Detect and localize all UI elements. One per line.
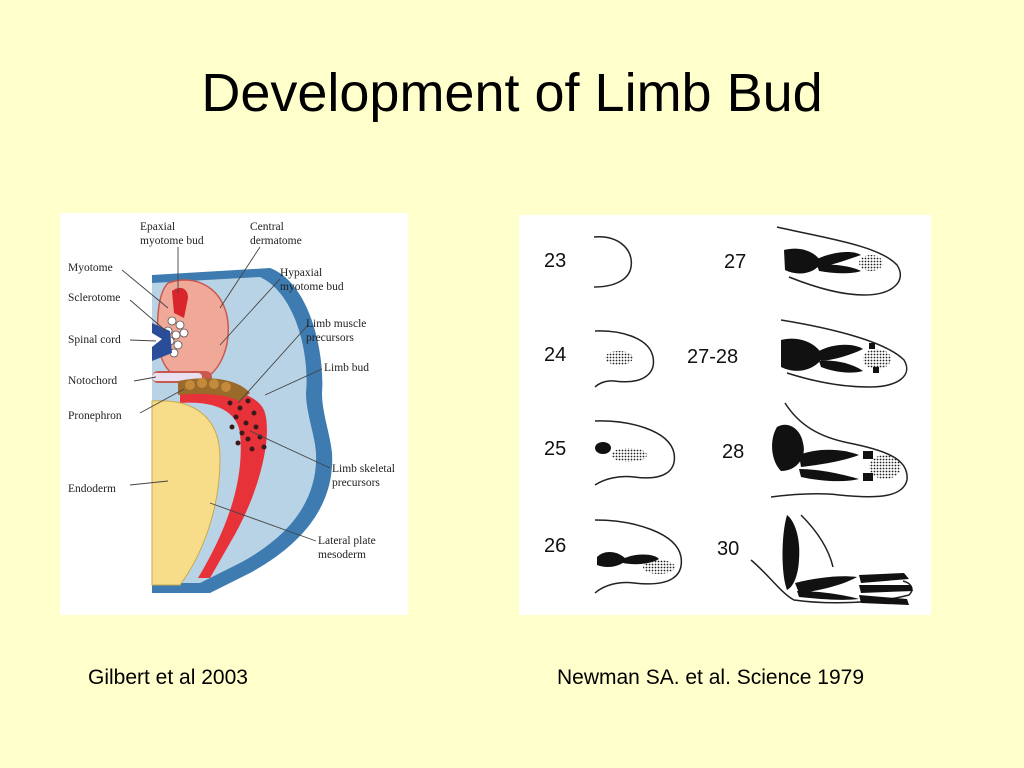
label-limb-skeletal-1: Limb skeletal	[332, 463, 395, 475]
stage-26-outline	[594, 519, 683, 594]
leader-lines	[121, 246, 331, 542]
label-epaxial-2: myotome bud	[140, 235, 204, 247]
label-hypaxial-1: Hypaxial	[280, 267, 322, 279]
caption-newman: Newman SA. et al. Science 1979	[557, 666, 865, 689]
stage-30-digit-2	[859, 585, 913, 593]
stage-label-30: 30	[717, 538, 739, 560]
stage-27-ulna	[817, 264, 861, 274]
stage-27-28-stylopod	[781, 338, 823, 371]
label-central-2: dermatome	[250, 235, 302, 247]
stage-label-25: 25	[544, 438, 566, 460]
stage-28-radius	[799, 449, 859, 467]
stage-label-24: 24	[544, 344, 566, 366]
stage-27-28-digit-a	[869, 343, 875, 349]
stage-27-28-condensation	[863, 349, 891, 369]
limb-stage-series-figure: 23 24 25 26 27 27-28 28	[519, 215, 931, 615]
stage-28-outline	[770, 402, 908, 498]
label-lateral-plate-2: mesoderm	[318, 549, 366, 561]
stage-30-ulna	[797, 591, 859, 600]
stage-30-body-line	[800, 514, 834, 568]
stage-label-28: 28	[722, 441, 744, 463]
stage-28-condensation	[869, 455, 901, 479]
label-limb-muscle-1: Limb muscle	[306, 318, 366, 330]
stage-28-ulna	[799, 469, 859, 482]
stage-28-digit-b	[863, 473, 873, 481]
stage-27-stylopod	[784, 248, 821, 274]
stage-27-28-digit-b	[873, 367, 879, 373]
label-central-1: Central	[250, 221, 284, 233]
stage-23-outline	[593, 236, 633, 288]
page-title: Development of Limb Bud	[201, 63, 823, 123]
label-endoderm: Endoderm	[68, 483, 116, 495]
cross-section-svg: Epaxial myotome bud Central dermatome My…	[68, 221, 395, 593]
label-epaxial-1: Epaxial	[140, 221, 175, 233]
label-notochord: Notochord	[68, 375, 117, 387]
label-spinal-cord: Spinal cord	[68, 334, 121, 346]
epaxial-myotome-bud-shape	[172, 287, 188, 318]
caption-gilbert: Gilbert et al 2003	[88, 666, 248, 689]
notochord-core	[152, 373, 202, 381]
endoderm-region	[151, 400, 221, 586]
label-lateral-plate-1: Lateral plate	[318, 535, 376, 547]
stage-24-condensation	[605, 351, 633, 365]
stage-27-28-outline	[780, 319, 908, 388]
label-limb-skeletal-2: precursors	[332, 477, 380, 489]
stage-label-23: 23	[544, 250, 566, 272]
lateral-plate-mesoderm	[180, 386, 267, 578]
stage-27-28-ulna	[819, 360, 863, 373]
stage-label-27-28: 27-28	[687, 346, 738, 368]
stage-28-digit-a	[863, 451, 873, 459]
stage-24-outline	[594, 330, 655, 388]
stage-25-condensation	[611, 448, 647, 462]
stage-27-radius	[817, 251, 861, 267]
stage-26-condensation	[643, 560, 675, 574]
stage-26-stylopod	[597, 551, 627, 568]
stage-30-digit-3	[859, 595, 909, 605]
limb-bud-cross-section-figure: Epaxial myotome bud Central dermatome My…	[60, 213, 408, 615]
stage-27-condensation	[859, 255, 883, 271]
spinal-cord-shape	[152, 323, 172, 361]
stage-28-stylopod	[772, 424, 804, 471]
label-limb-muscle-2: precursors	[306, 332, 354, 344]
stage-label-26: 26	[544, 535, 566, 557]
pronephron-cells	[185, 378, 231, 392]
stage-30-humerus	[782, 515, 800, 590]
stage-25-outline	[594, 420, 676, 486]
stage-series-svg: 23 24 25 26 27 27-28 28	[544, 226, 913, 605]
stage-25-stylopod	[595, 442, 611, 454]
label-pronephron: Pronephron	[68, 410, 122, 422]
label-hypaxial-2: myotome bud	[280, 281, 344, 293]
label-limb-bud: Limb bud	[324, 362, 369, 374]
stage-30-digit-1	[859, 573, 909, 583]
stage-27-outline	[776, 226, 902, 296]
stage-label-27: 27	[724, 251, 746, 273]
spinal-cord-canal	[152, 333, 162, 347]
label-myotome: Myotome	[68, 262, 113, 274]
pronephron-shape	[178, 378, 250, 401]
stage-30-radius	[795, 576, 857, 593]
label-sclerotome: Sclerotome	[68, 292, 120, 304]
limb-precursor-cells	[227, 398, 267, 452]
stage-27-28-radius	[819, 344, 863, 361]
